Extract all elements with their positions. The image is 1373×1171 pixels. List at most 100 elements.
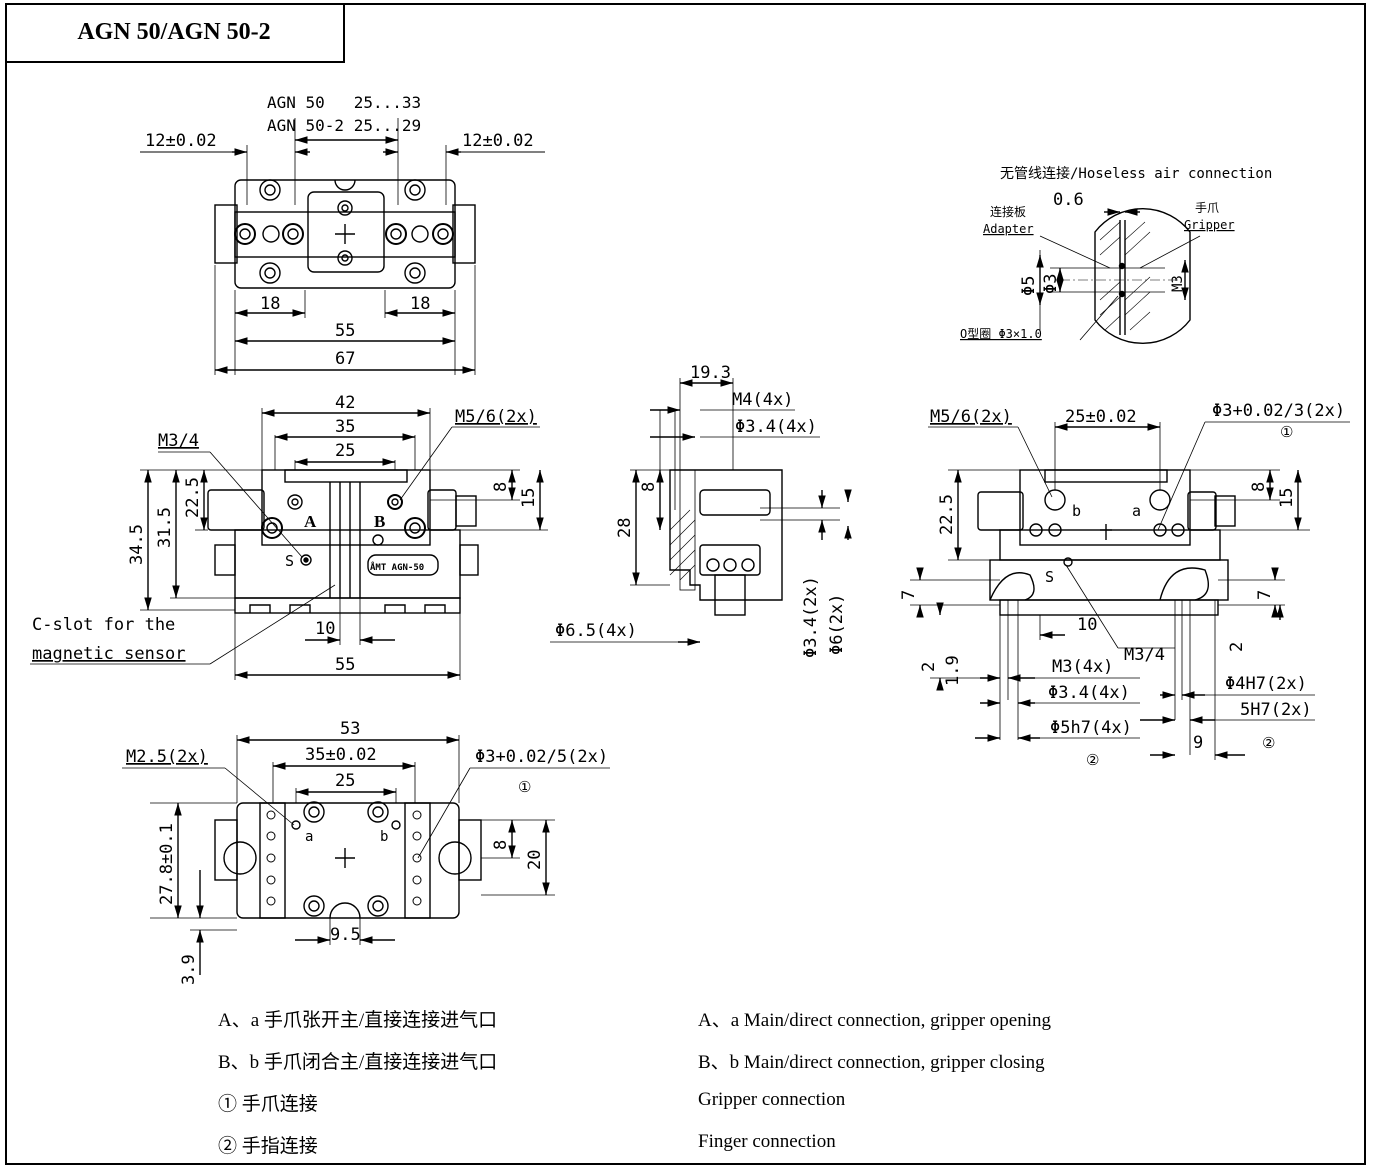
bottom-dim-8: 8: [491, 840, 511, 850]
side-view: [550, 378, 852, 646]
right-phi3: Φ3+0.02/3(2x): [1212, 401, 1345, 421]
bottom-phi3: Φ3+0.02/5(2x): [475, 747, 608, 767]
right-phi5h7: Φ5h7(4x): [1050, 718, 1132, 738]
side-dim-28: 28: [615, 518, 635, 538]
bottom-port-a: a: [305, 829, 313, 845]
stroke-label-agn50-2: AGN 50-2 25...29: [267, 116, 421, 135]
side-phi3-4: Φ3.4(4x): [735, 417, 817, 437]
bottom-dim-53: 53: [340, 719, 360, 739]
right-circled-2a: ②: [1262, 734, 1275, 752]
bottom-dim-20: 20: [525, 850, 545, 870]
air-connection-detail: [1036, 208, 1201, 344]
right-phi3-4: Φ3.4(4x): [1048, 683, 1130, 703]
product-badge: ÅMT AGN-50: [370, 562, 424, 573]
top-tolerance-left: 12±0.02: [145, 131, 217, 151]
legend-cn-2: B、b 手爪闭合主/直接连接进气口: [218, 1052, 498, 1073]
right-circled-2b: ②: [1086, 751, 1099, 769]
port-b-label: B: [374, 512, 385, 531]
legend-en-1: A、a Main/direct connection, gripper open…: [698, 1010, 1051, 1031]
right-port-a: a: [1132, 502, 1141, 520]
gripper-en: Gripper: [1184, 218, 1235, 232]
right-view: [910, 421, 1350, 760]
air-gap: 0.6: [1053, 190, 1084, 210]
drawing-frame: [5, 3, 1366, 1165]
right-dim-2: 2: [919, 662, 939, 672]
top-dim-67: 67: [335, 349, 355, 369]
front-m5-6: M5/6(2x): [455, 407, 537, 427]
adapter-cn: 连接板: [990, 204, 1026, 219]
stroke-label-agn50: AGN 50 25...33: [267, 93, 421, 112]
bottom-dim-9-5: 9.5: [330, 925, 361, 945]
side-phi3-4-2x: Φ3.4(2x): [801, 576, 821, 658]
front-dim-10: 10: [315, 619, 335, 639]
gripper-cn: 手爪: [1195, 201, 1219, 215]
air-title: 无管线连接/Hoseless air connection: [1000, 165, 1272, 182]
right-port-s: S: [1045, 568, 1054, 586]
right-dim-7-right: 7: [1255, 590, 1275, 600]
top-view: [140, 118, 545, 375]
top-dim-55: 55: [335, 321, 355, 341]
right-dim-22-5: 22.5: [937, 494, 957, 535]
drawing-title: AGN 50/AGN 50-2: [77, 18, 271, 45]
legend-cn-4: ② 手指连接: [218, 1136, 318, 1157]
bottom-port-b: b: [380, 829, 388, 845]
right-circled-1: ①: [1280, 423, 1293, 441]
air-phi5: Φ5: [1019, 276, 1039, 296]
legend-cn-1: A、a 手爪张开主/直接连接进气口: [218, 1010, 498, 1031]
front-dim-8: 8: [491, 482, 511, 492]
adapter-en: Adapter: [983, 222, 1034, 236]
top-dim-18-left: 18: [260, 294, 280, 314]
front-dim-55: 55: [335, 655, 355, 675]
right-5h7: 5H7(2x): [1240, 700, 1312, 720]
title-block: AGN 50/AGN 50-2: [5, 3, 345, 63]
side-m4: M4(4x): [732, 390, 793, 410]
front-dim-42: 42: [335, 393, 355, 413]
front-dim-35: 35: [335, 417, 355, 437]
right-dim-10: 10: [1077, 615, 1097, 635]
right-dim-7-left: 7: [899, 590, 919, 600]
front-dim-34-5: 34.5: [127, 524, 147, 565]
port-s-label: S: [285, 552, 294, 570]
bottom-dim-3-9: 3.9: [179, 954, 199, 985]
bottom-dim-27-8: 27.8±0.1: [157, 823, 177, 905]
side-phi6-5: Φ6.5(4x): [555, 621, 637, 641]
bottom-dim-35: 35±0.02: [305, 745, 377, 765]
bottom-view: [122, 735, 610, 975]
right-dim-8: 8: [1249, 482, 1269, 492]
right-dim-9: 9: [1193, 733, 1203, 753]
right-dim-1-9: 1.9: [943, 655, 963, 686]
front-view: [30, 408, 548, 680]
legend-en-4: Finger connection: [698, 1131, 836, 1152]
right-dim-25: 25±0.02: [1065, 407, 1137, 427]
bottom-circled-1: ①: [518, 778, 531, 796]
side-dim-19-3: 19.3: [690, 363, 731, 383]
air-m3: M3: [1170, 275, 1186, 292]
front-dim-15: 15: [519, 488, 539, 508]
right-m3-4: M3/4: [1124, 645, 1165, 665]
front-dim-25: 25: [335, 441, 355, 461]
right-phi4h7: Φ4H7(2x): [1225, 674, 1307, 694]
legend-en-2: B、b Main/direct connection, gripper clos…: [698, 1052, 1045, 1073]
right-dim-15: 15: [1277, 488, 1297, 508]
legend-en-3: Gripper connection: [698, 1089, 846, 1110]
right-m3: M3(4x): [1052, 657, 1113, 677]
port-a-label: A: [304, 512, 317, 531]
right-dim-2b: 2: [1227, 642, 1247, 652]
cslot-label-line2: magnetic sensor: [32, 644, 186, 664]
front-dim-22-5: 22.5: [183, 477, 203, 518]
top-tolerance-right: 12±0.02: [462, 131, 534, 151]
side-dim-8: 8: [639, 482, 659, 492]
front-dim-31-5: 31.5: [155, 507, 175, 548]
air-oring: O型圈 Φ3×1.0: [960, 327, 1042, 341]
cslot-label-line1: C-slot for the: [32, 615, 175, 635]
top-dim-18-right: 18: [410, 294, 430, 314]
legend-cn-3: ① 手爪连接: [218, 1094, 318, 1115]
side-phi6: Φ6(2x): [827, 594, 847, 655]
air-phi3: Φ3: [1041, 274, 1061, 294]
bottom-dim-25: 25: [335, 771, 355, 791]
front-m3-4: M3/4: [158, 431, 199, 451]
right-port-b: b: [1072, 502, 1081, 520]
right-m5-6: M5/6(2x): [930, 407, 1012, 427]
bottom-m2-5: M2.5(2x): [126, 747, 208, 767]
